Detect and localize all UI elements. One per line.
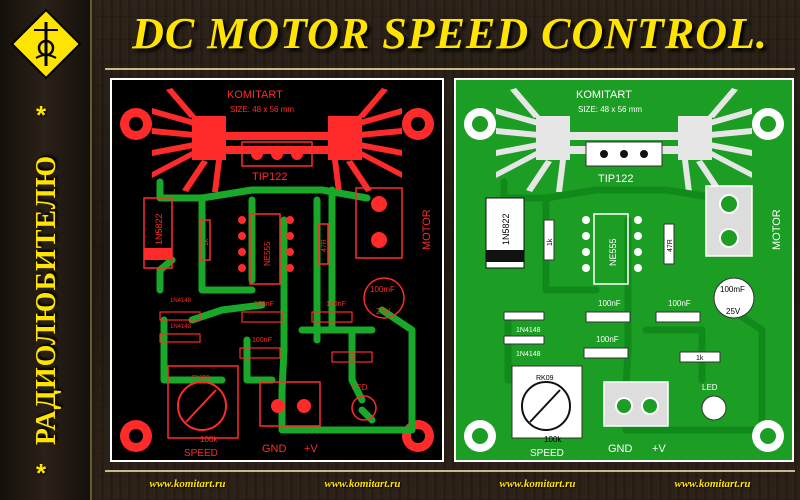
trace-paths (156, 178, 416, 434)
motor-label: MOTOR (421, 209, 433, 250)
cap-elec-value: 100mF (370, 285, 395, 294)
vplus-label-silk: +V (652, 443, 666, 455)
footer-link-1[interactable]: www.komitart.ru (149, 478, 226, 490)
cap-small-label-1: 100nF (254, 301, 274, 308)
gnd-label: GND (262, 443, 287, 455)
mounting-holes-silk (464, 108, 784, 452)
cap-small-label-silk-3: 100nF (596, 335, 619, 344)
pcb-copper-svg: KOMITART SIZE: 48 x 56 mm TIP122 (120, 88, 434, 459)
motor-label-silk: MOTOR (771, 209, 783, 250)
cap-small-label-3: 100nF (252, 337, 272, 344)
heatsink-left-icon (152, 88, 226, 192)
cap-small-label-2: 100nF (326, 301, 346, 308)
cap-small-label-silk-1: 100nF (598, 299, 621, 308)
mounting-holes (120, 108, 434, 452)
cap-elec-voltage-silk: 25V (726, 307, 741, 316)
diode-small-label-2: 1N4148 (170, 324, 192, 330)
gnd-label-silk: GND (608, 443, 633, 455)
res-1k-h-label-silk: 1k (696, 355, 704, 362)
diode-big-label-silk: 1N5822 (501, 213, 511, 245)
res-47r-label: 47R (321, 239, 328, 252)
size-label-silk: SIZE: 48 x 56 mm (578, 105, 642, 114)
pot-code-label-silk: RK09 (536, 375, 554, 382)
led-label-silk: LED (702, 383, 718, 392)
footer-link-3[interactable]: www.komitart.ru (499, 478, 576, 490)
pot-code-label: RK09 (192, 375, 210, 382)
vplus-label: +V (304, 443, 318, 455)
footer-link-4[interactable]: www.komitart.ru (674, 478, 751, 490)
res-1k-v-label: 1k (203, 238, 210, 246)
pcb-silkscreen-layout: KOMITART SIZE: 48 x 56 mm TIP122 1N5822 (454, 78, 794, 462)
cap-elec-value-silk: 100mF (720, 285, 745, 294)
diode-big-label: 1N5822 (154, 213, 164, 245)
pcb-silkscreen-svg: KOMITART SIZE: 48 x 56 mm TIP122 1N5822 (464, 88, 784, 459)
pot-value-label-silk: 100k (544, 435, 562, 444)
company-label: KOMITART (227, 89, 283, 101)
cap-elec-voltage: 25V (376, 307, 391, 316)
heatsink-right-icon (328, 88, 402, 192)
ic-label-silk: NE555 (608, 238, 618, 266)
size-label: SIZE: 48 x 56 mm (230, 105, 294, 114)
brand-text: РАДИОЛЮБИТЕЛЮ (31, 154, 63, 446)
led-label: LED (352, 383, 368, 392)
antenna-logo-icon (10, 8, 82, 80)
left-ribbon: * РАДИОЛЮБИТЕЛЮ * (0, 0, 92, 500)
speed-label-silk: SPEED (530, 448, 564, 459)
page-title: DC MOTOR SPEED CONTROL. (132, 9, 768, 58)
ic-label: NE555 (263, 241, 272, 266)
heatsink-left-silk-icon (496, 88, 570, 192)
diode-small-label-silk-2: 1N4148 (516, 351, 541, 358)
cap-small-label-silk-2: 100nF (668, 299, 691, 308)
transistor-label-silk: TIP122 (598, 173, 633, 185)
divider-top (105, 68, 795, 70)
res-1k-h-label: 1k (348, 355, 356, 362)
diode-small-label-1: 1N4148 (170, 298, 192, 304)
diode-small-label-silk-1: 1N4148 (516, 327, 541, 334)
footer-link-2[interactable]: www.komitart.ru (324, 478, 401, 490)
footer-links: www.komitart.ru www.komitart.ru www.komi… (100, 478, 800, 490)
speed-label: SPEED (184, 448, 218, 459)
vertical-brand: РАДИОЛЮБИТЕЛЮ (22, 130, 72, 470)
transistor-label: TIP122 (252, 171, 287, 183)
company-label-silk: KOMITART (576, 89, 632, 101)
divider-bottom (105, 470, 795, 472)
star-top-icon: * (36, 100, 47, 130)
res-47r-label-silk: 47R (667, 239, 674, 252)
star-bottom-icon: * (36, 458, 47, 488)
heatsink-right-silk-icon (678, 88, 752, 192)
res-1k-v-label-silk: 1k (547, 238, 554, 246)
pot-value-label: 100k (200, 435, 218, 444)
pcb-copper-layout: KOMITART SIZE: 48 x 56 mm TIP122 (110, 78, 444, 462)
